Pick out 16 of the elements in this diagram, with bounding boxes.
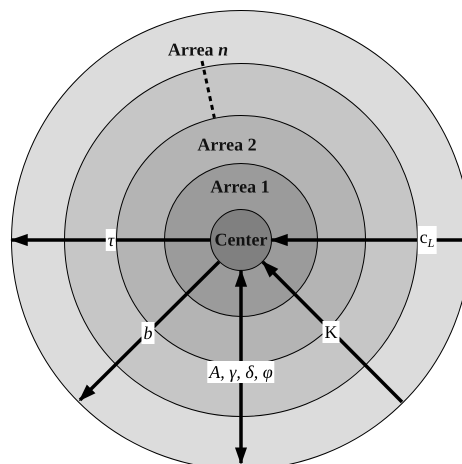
- area-label: Arrea n: [168, 40, 228, 60]
- area-label: Arrea 1: [210, 176, 270, 198]
- edge-label: b: [142, 322, 154, 344]
- arrow: [270, 234, 462, 246]
- dashed-line: [200, 60, 216, 118]
- edge-label: A, γ, δ, φ: [207, 361, 275, 383]
- arrow: [10, 234, 210, 246]
- area-label: Center: [214, 230, 268, 250]
- area-label: Arrea 2: [197, 134, 257, 156]
- arrow: [78, 260, 220, 402]
- edge-label: c$_{L}$: [418, 226, 436, 254]
- edge-label: τ: [106, 229, 116, 251]
- arrow: [262, 260, 404, 404]
- edge-label: K: [322, 321, 340, 343]
- arrow: [234, 269, 248, 464]
- center-circle: [210, 209, 272, 271]
